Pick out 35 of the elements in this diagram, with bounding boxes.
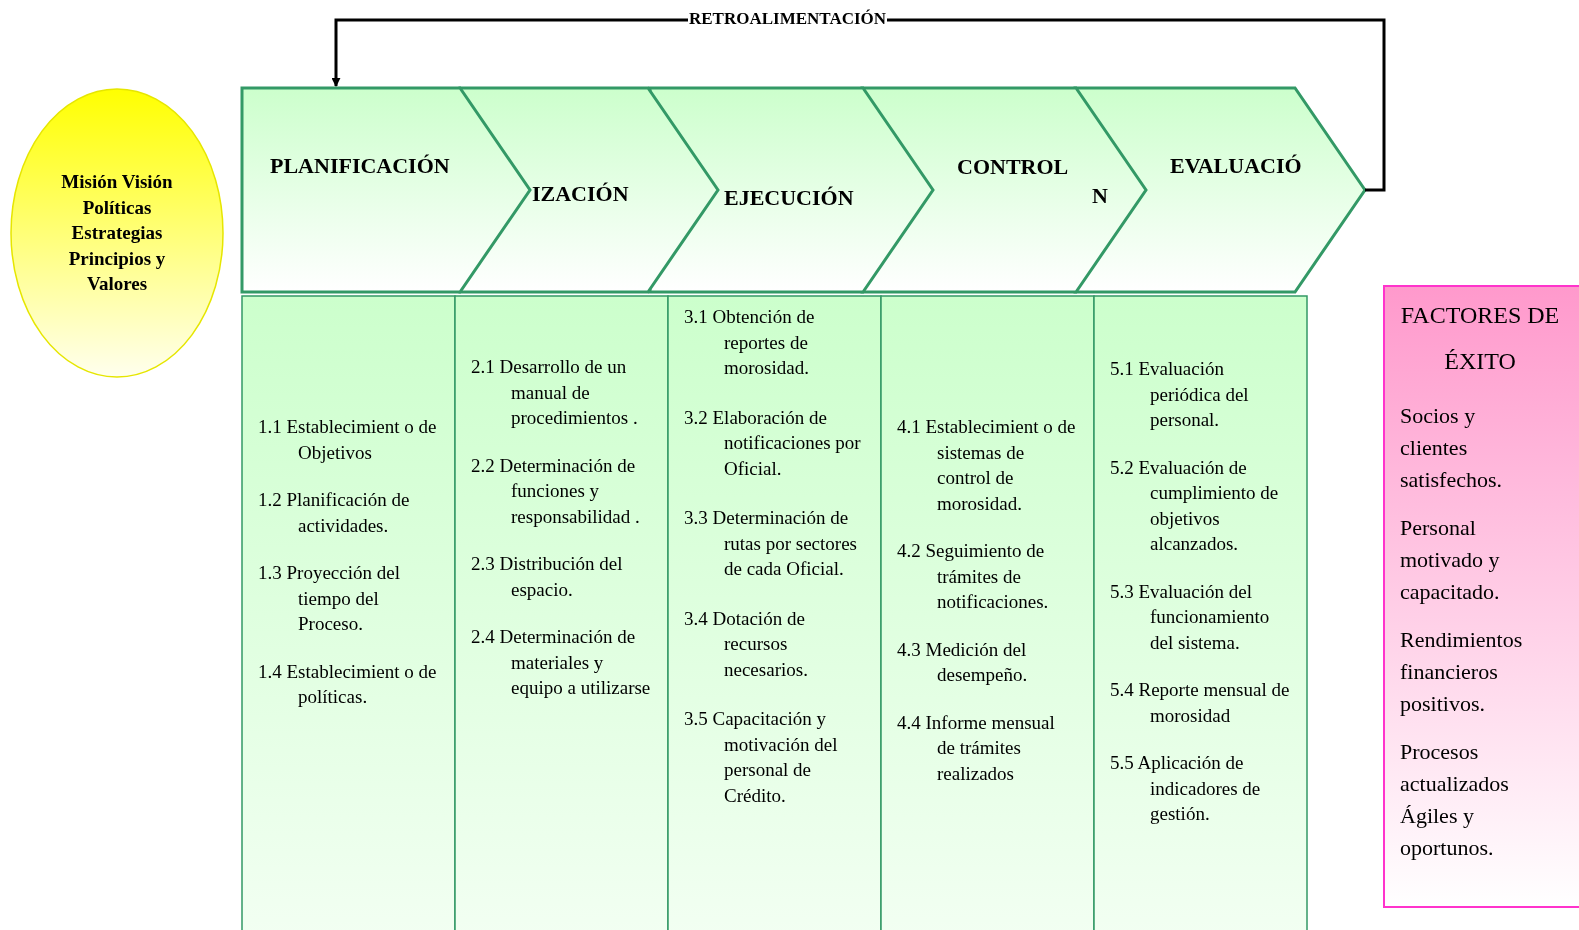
- success-factor: Socios y clientes satisfechos.: [1400, 402, 1504, 494]
- activity-item: 3.3 Determinación de rutas por sectores de cada Oficial.: [684, 506, 858, 581]
- stage-title: EJECUCIÓN: [724, 184, 854, 212]
- stage-title: N: [1092, 182, 1108, 210]
- activity-item: 4.2 Seguimiento de trámites de notificaciones.: [897, 539, 1050, 614]
- panel-heading: FACTORES DE ÉXITO: [1400, 301, 1560, 376]
- activity-item: 2.3 Distribución del espacio.: [471, 552, 624, 602]
- activity-item: 5.4 Reporte mensual de morosidad: [1110, 678, 1290, 728]
- activity-item: 4.4 Informe mensual de trámites realizados: [897, 710, 1056, 786]
- activity-item: 1.3 Proyección del tiempo del Proceso.: [258, 561, 401, 636]
- stage-title: CONTROL: [957, 153, 1069, 181]
- ellipse-node: [10, 88, 224, 378]
- activity-item: 5.2 Evaluación de cumplimiento de objetivos alcanzados.: [1110, 455, 1280, 556]
- activity-item: 2.4 Determinación de materiales y equipo a utilizarse: [471, 625, 651, 700]
- activity-item: 3.2 Elaboración de notificaciones por Oficial.: [684, 405, 862, 481]
- activity-item: 5.5 Aplicación de indicadores de gestión.: [1110, 751, 1262, 826]
- activity-item: 1.1 Establecimient o de Objetivos: [258, 415, 438, 465]
- activity-item: 1.4 Establecimient o de políticas.: [258, 659, 438, 709]
- activity-item: 5.3 Evaluación del funcionamiento del sistema.: [1110, 579, 1271, 655]
- stage-title: PLANIFICACIÓN: [270, 152, 450, 180]
- success-factor: Rendimientos financieros positivos.: [1400, 626, 1524, 718]
- activity-item: 2.1 Desarrollo de un manual de procedimientos .: [471, 355, 639, 430]
- success-factor: Procesos actualizados Ágiles y oportunos.: [1400, 738, 1510, 862]
- stage-title: EVALUACIÓ: [1170, 152, 1302, 180]
- activity-item: 3.4 Dotación de recursos necesarios.: [684, 606, 809, 682]
- activity-item: 2.2 Determinación de funciones y responsabilidad .: [471, 453, 641, 529]
- stage-title: IZACIÓN: [532, 180, 629, 208]
- activity-item: 4.1 Establecimient o de sistemas de control de morosidad.: [897, 415, 1077, 516]
- success-factor: Personal motivado y capacitado.: [1400, 514, 1501, 606]
- activity-item: 3.5 Capacitación y motivación del personal de Crédito.: [684, 707, 839, 808]
- activity-item: 4.3 Medición del desempeño.: [897, 637, 1029, 687]
- activity-item: 5.1 Evaluación periódica del personal.: [1110, 357, 1250, 432]
- mission-text: Misión Visión Políticas Estrategias Principios y Valores: [60, 170, 174, 297]
- activity-item: 1.2 Planificación de actividades.: [258, 488, 411, 538]
- activity-item: 3.1 Obtención de reportes de morosidad.: [684, 305, 816, 380]
